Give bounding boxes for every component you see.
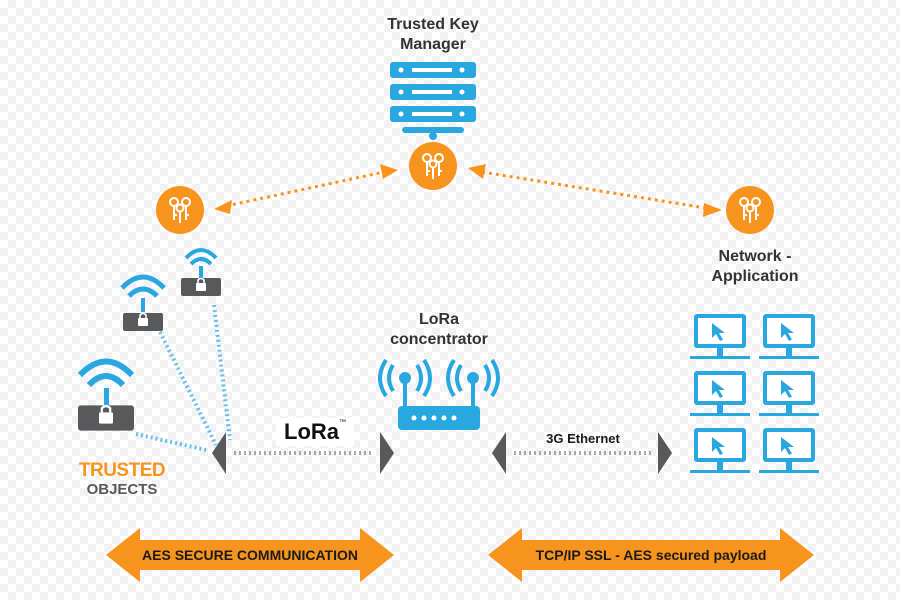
application-key-icon <box>726 186 774 234</box>
lora-concentrator-label: LoRa concentrator <box>364 310 514 350</box>
aes-secure-label: AES SECURE COMMUNICATION <box>142 547 358 563</box>
server-stack-icon <box>390 62 476 140</box>
aes-arrow-shape <box>106 528 394 582</box>
key-manager-label-line2: Manager <box>400 36 466 53</box>
wireless-device-bottom <box>76 358 136 432</box>
device-side-key-icon <box>156 186 204 234</box>
lora-concentrator-label-line1: LoRa <box>419 311 459 328</box>
key-manager-label: Trusted Key Manager <box>353 15 513 55</box>
ethernet-link-arrow <box>492 432 672 474</box>
lora-logo-text: LoRa <box>284 419 339 444</box>
trusted-objects-logo-line2: OBJECTS <box>86 481 158 498</box>
network-application-label: Network - Application <box>690 247 820 287</box>
application-monitors <box>690 314 819 473</box>
monitor-icon <box>759 428 819 473</box>
key-manager-key-icon <box>409 142 457 190</box>
lora-logo-trademark: ™ <box>339 419 346 426</box>
key-exchange-link-right <box>468 164 722 217</box>
tcp-arrow-shape <box>488 528 814 582</box>
monitor-icon <box>690 371 750 416</box>
wireless-device-top <box>180 248 222 297</box>
tcp-ip-label: TCP/IP SSL - AES secured payload <box>535 547 767 563</box>
trusted-objects-logo-line1: TRUSTED <box>78 460 166 481</box>
key-exchange-link-left <box>214 164 398 214</box>
monitor-icon <box>690 428 750 473</box>
wireless-device-middle <box>120 274 166 332</box>
lora-concentrator-label-line2: concentrator <box>390 331 488 348</box>
router-icon <box>378 358 500 430</box>
lora-link-arrow <box>212 432 394 474</box>
lora-logo: LoRa™ <box>276 418 354 446</box>
network-application-label-line2: Application <box>711 268 799 285</box>
ethernet-label: 3G Ethernet <box>546 431 620 446</box>
monitor-icon <box>759 371 819 416</box>
monitor-icon <box>690 314 750 359</box>
radio-links <box>135 304 232 452</box>
network-application-label-line1: Network - <box>718 248 792 265</box>
monitor-icon <box>759 314 819 359</box>
key-manager-label-line1: Trusted Key <box>387 16 479 33</box>
